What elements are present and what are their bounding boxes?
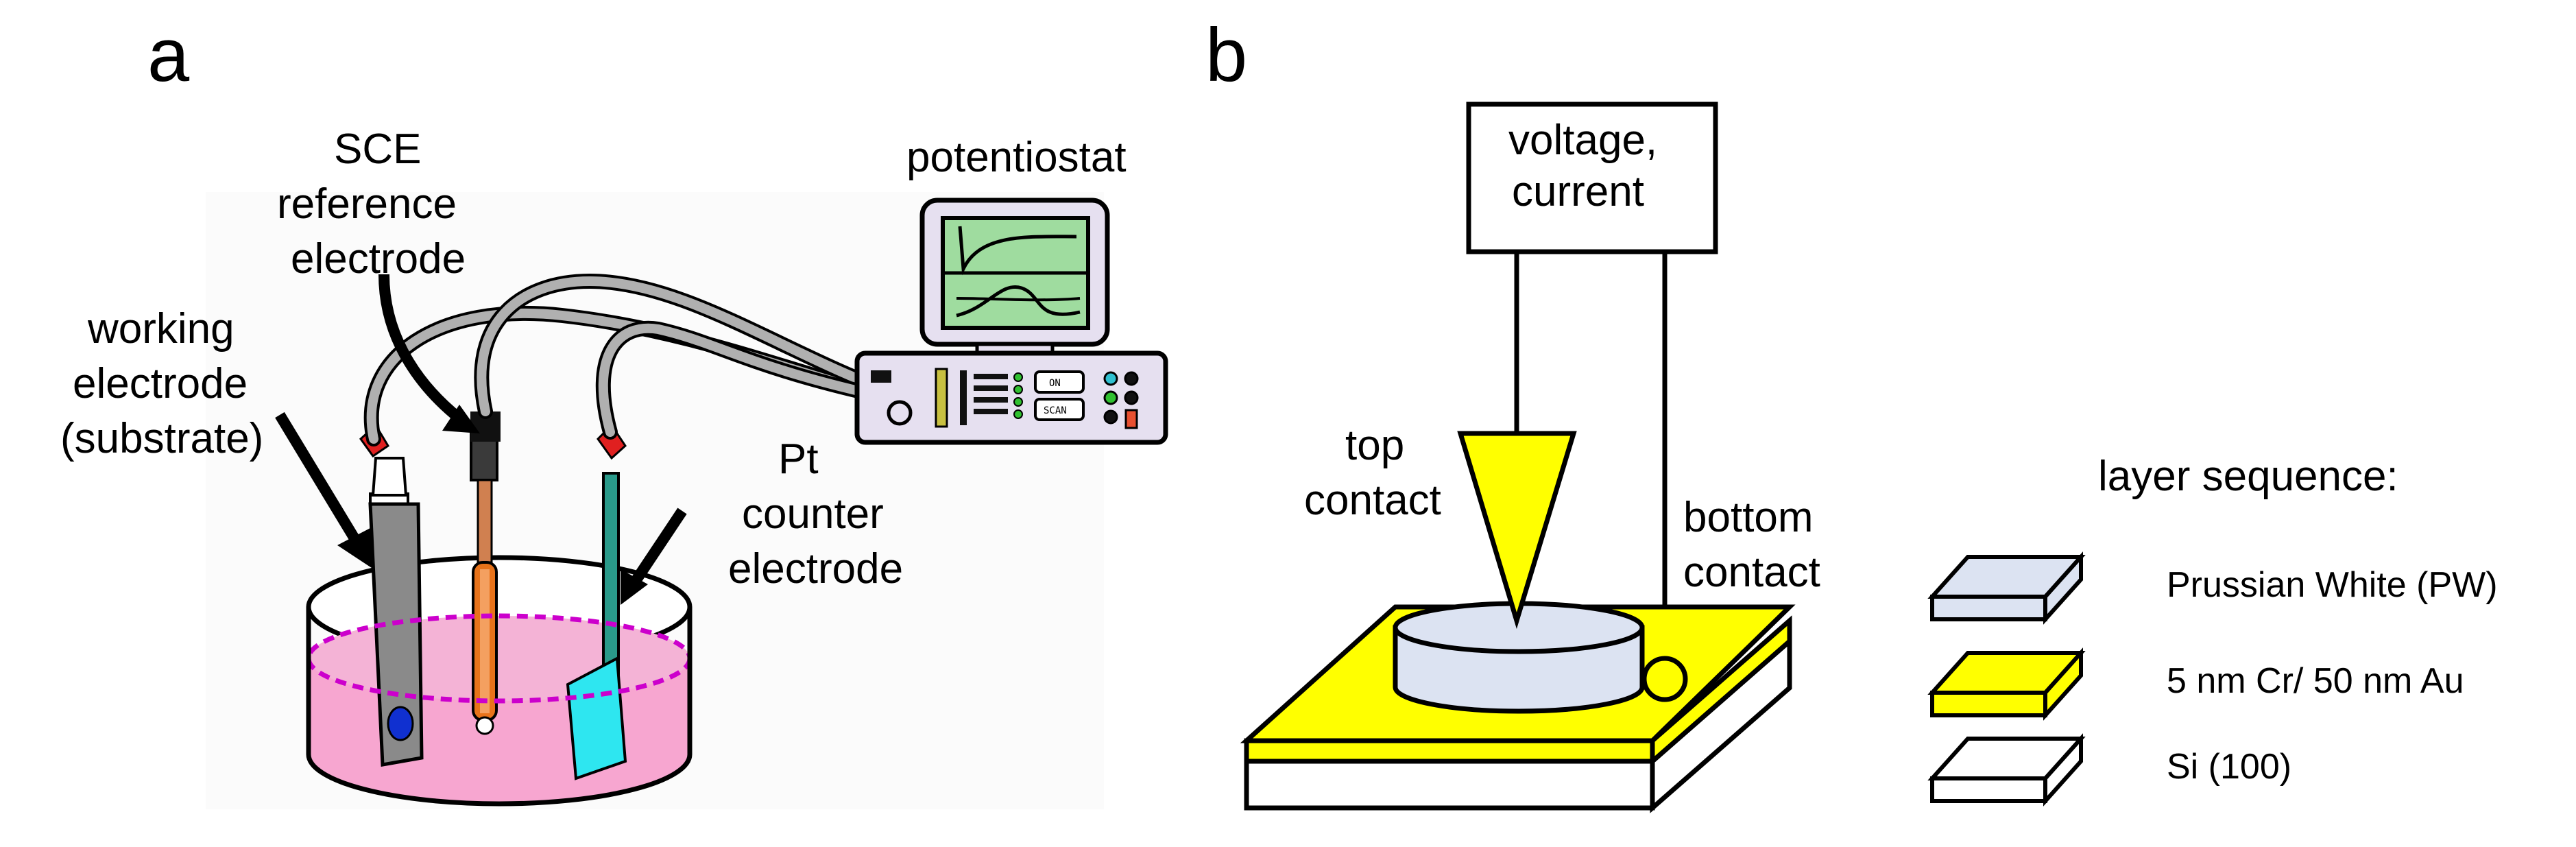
legend-item-pw: Prussian White (PW)	[1927, 551, 2498, 625]
svg-text:SCE: SCE	[334, 126, 421, 173]
gold-layer-front	[1244, 738, 1655, 764]
beaker-bottom	[306, 754, 693, 807]
legend-item-cr-au: 5 nm Cr/ 50 nm Au	[1927, 647, 2464, 721]
legend-item-si: Si (100)	[1927, 733, 2291, 807]
device-stack	[1240, 431, 1796, 813]
button-scan	[1034, 398, 1085, 421]
cable-port	[887, 400, 913, 426]
svg-text:electrode: electrode	[73, 360, 248, 407]
top-contact-label-line1: top	[1345, 422, 1404, 469]
button-scan-label: SCAN	[1044, 405, 1067, 416]
legend-label-si: Si (100)	[2167, 747, 2291, 787]
svg-text:electrode: electrode	[291, 235, 466, 283]
svg-text:electrode: electrode	[728, 545, 903, 593]
panel-b: b voltage, current top contact bottom co	[1205, 13, 2498, 813]
svg-text:(substrate): (substrate)	[60, 415, 263, 462]
potentiostat-label: potentiostat	[906, 134, 1127, 181]
working-electrode-label: working electrode (substrate)	[60, 305, 263, 462]
button-on	[1034, 370, 1085, 394]
voltage-current-meter	[1466, 102, 1718, 254]
panel-a-letter: a	[147, 13, 190, 97]
bottom-contact-label-line2: contact	[1683, 549, 1820, 596]
si-substrate-front	[1244, 759, 1655, 811]
potentiostat-instrument: ON SCAN	[854, 198, 1168, 445]
layer-sequence-title: layer sequence:	[2098, 453, 2398, 500]
meter-label-line1: voltage,	[1508, 117, 1657, 164]
pt-counter-label: Pt counter electrode	[728, 436, 903, 593]
working-electrode	[359, 423, 424, 767]
svg-text:Pt: Pt	[778, 436, 819, 483]
panel-a: a	[60, 13, 1168, 809]
top-contact-label-line2: contact	[1304, 477, 1441, 524]
sce-reference-electrode	[470, 411, 501, 735]
bottom-contact-label-line1: bottom	[1683, 494, 1814, 541]
sample-spot	[387, 706, 414, 741]
button-on-label: ON	[1049, 378, 1061, 389]
sce-label: SCE reference electrode	[277, 126, 466, 283]
svg-text:working: working	[87, 305, 234, 353]
meter-label-line2: current	[1512, 168, 1644, 215]
legend-label-pw: Prussian White (PW)	[2167, 565, 2498, 605]
pointer-arrows	[275, 274, 687, 605]
gold-layer-side	[1650, 615, 1792, 767]
legend-label-cr-au: 5 nm Cr/ 50 nm Au	[2167, 661, 2464, 701]
panel-b-letter: b	[1205, 13, 1247, 97]
bottom-contact-dot	[1641, 656, 1688, 702]
svg-text:counter: counter	[742, 490, 884, 538]
top-contact-tip	[1457, 431, 1577, 630]
svg-text:reference: reference	[277, 180, 457, 228]
cables	[363, 273, 919, 446]
